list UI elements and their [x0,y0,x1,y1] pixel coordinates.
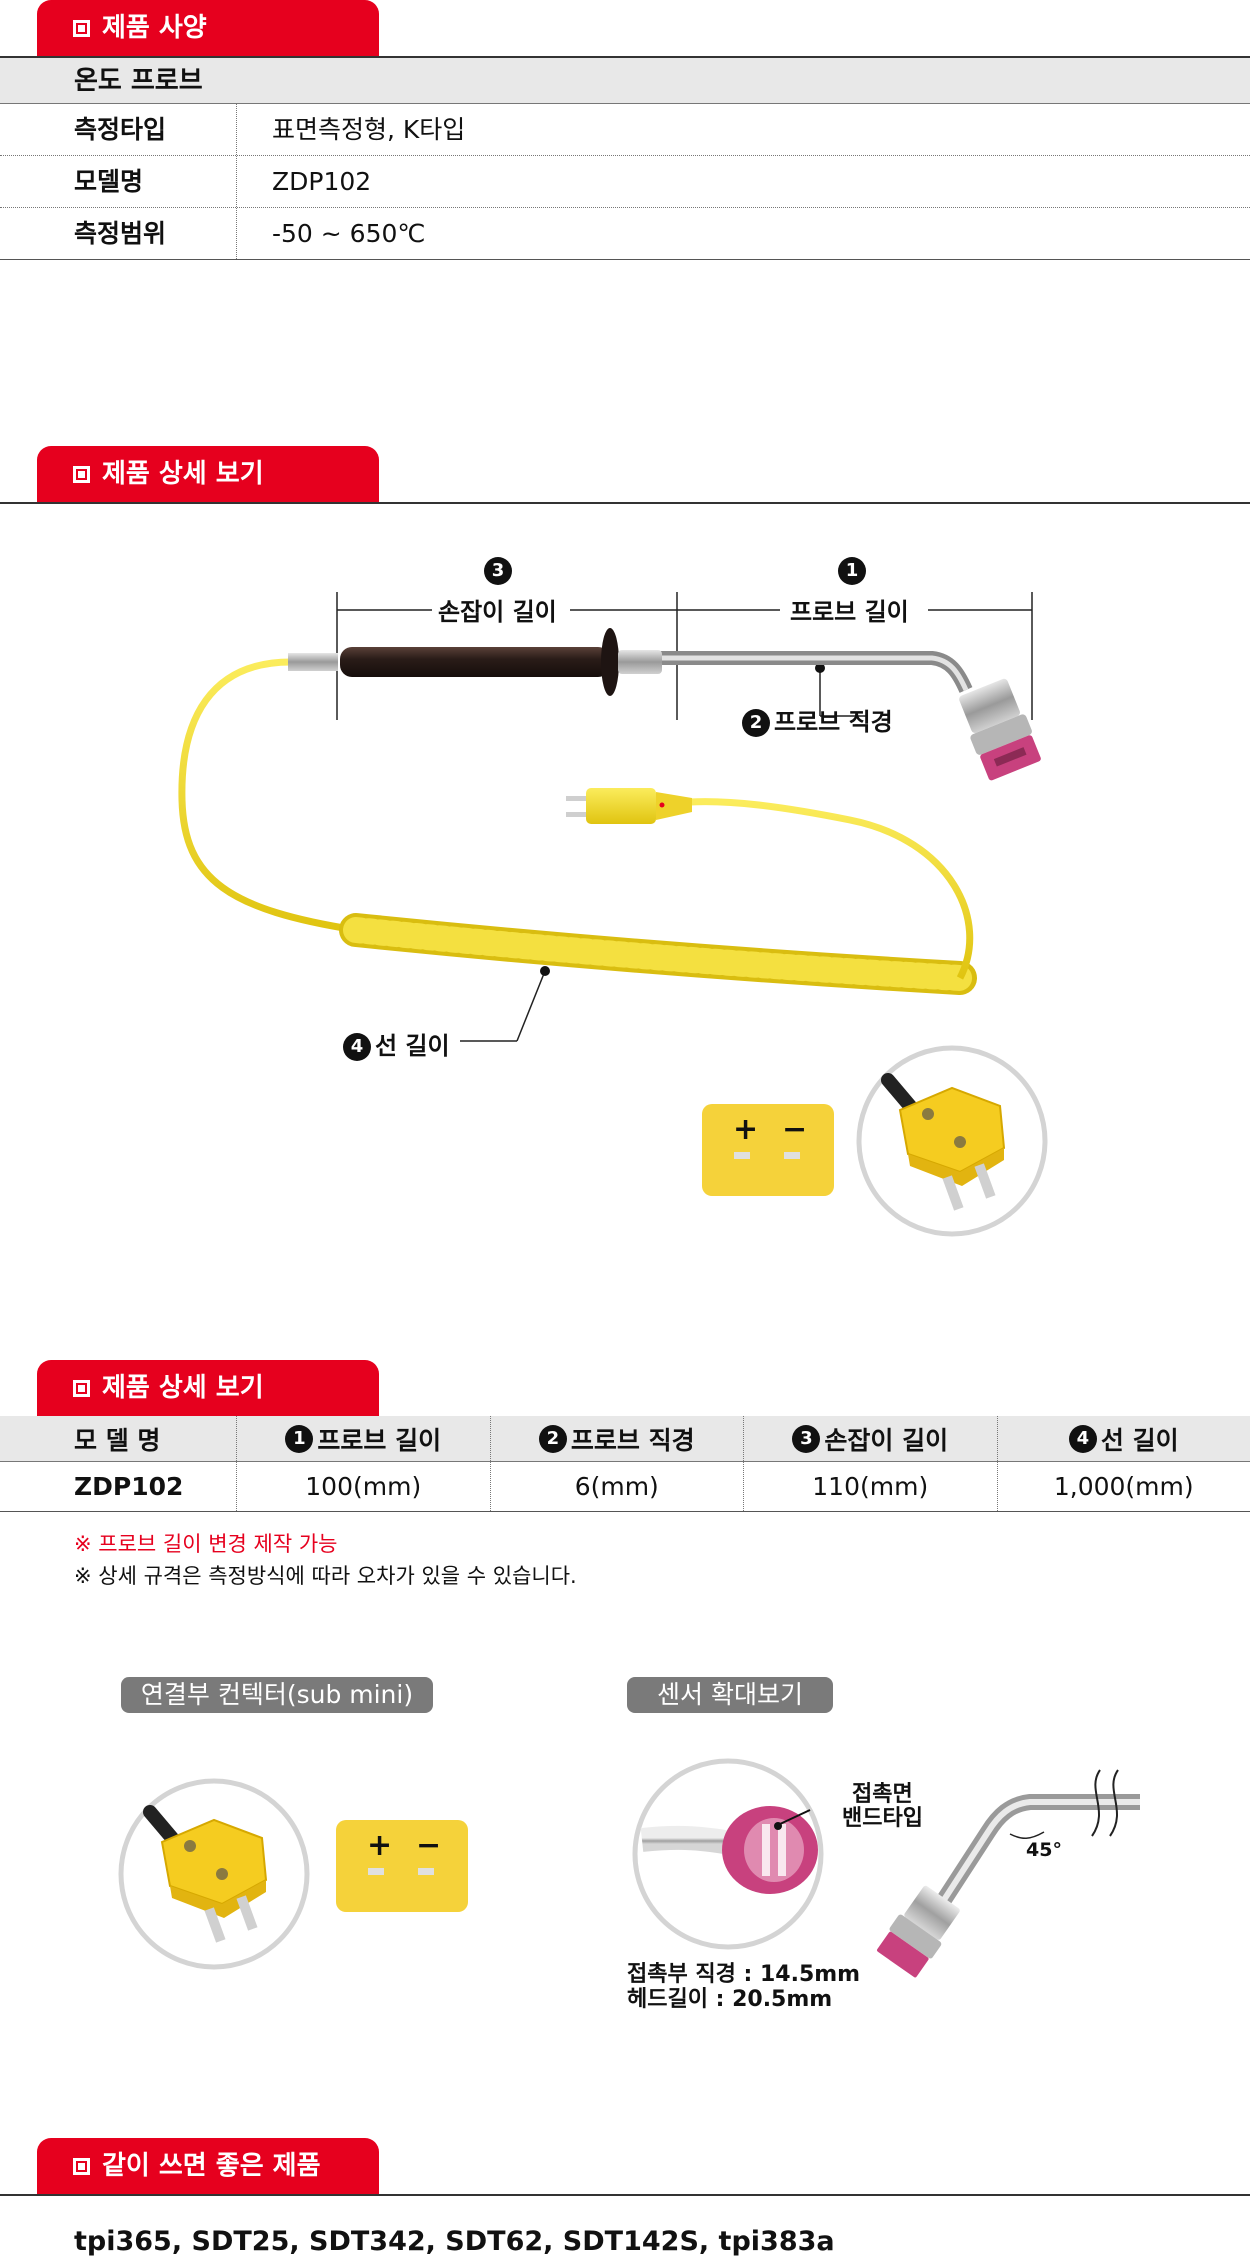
sensor-callout-1: 접촉면 [852,1782,913,1807]
size-section-header: 제품 상세 보기 [0,1360,1250,1418]
detail-section-title: 제품 상세 보기 [102,459,264,489]
sensor-head-length: 헤드길이 : 20.5mm [627,1987,833,2012]
handle-length-label: 손잡이 길이 [438,598,557,626]
spec-section-tab: 제품 사양 [37,0,379,56]
related-products: tpi365, SDT25, SDT342, SDT62, SDT142S, t… [74,2226,835,2256]
spec-value: 표면측정형, K타입 [272,115,466,144]
sensor-angle: 45° [1026,1839,1062,1861]
square-icon [73,2158,90,2175]
cell-wire-length: 1,000(mm) [996,1462,1250,1511]
cell-probe-length: 100(mm) [236,1462,490,1511]
section-divider [0,2194,1250,2196]
probe-length-label: 프로브 길이 [790,598,909,626]
cable-upper [178,658,357,934]
note-custom-length: ※ 프로브 길이 변경 제작 가능 [74,1532,338,1556]
size-section-title: 제품 상세 보기 [102,1373,264,1403]
table-row: ZDP102 100(mm) 6(mm) 110(mm) 1,000(mm) [0,1462,1250,1512]
note-tolerance: ※ 상세 규격은 측정방식에 따라 오차가 있을 수 있습니다. [74,1564,577,1588]
probe-head [959,678,1041,781]
spec-product-name: 온도 프로브 [0,58,1250,104]
coiled-cable [339,913,977,995]
sensor-pill: 센서 확대보기 [627,1677,833,1713]
spec-row: 모델명 ZDP102 [0,156,1250,208]
probe-length-num: 1 [838,556,870,585]
related-section-title: 같이 쓰면 좋은 제품 [102,2151,321,2181]
size-section-tab: 제품 상세 보기 [37,1360,379,1416]
spec-key: 측정범위 [74,219,167,248]
connector-face [336,1820,468,1912]
sensor-contact-diameter: 접촉부 직경 : 14.5mm [627,1962,861,1987]
spec-section-title: 제품 사양 [102,13,207,43]
section-divider [0,56,1250,58]
cell-divider [236,156,237,207]
connector-face [702,1104,834,1196]
connector-plus: + [367,1828,393,1863]
section-divider [0,502,1250,504]
spec-key: 모델명 [74,167,144,196]
connector-body [898,1086,1006,1211]
detail-section-tab: 제품 상세 보기 [37,446,379,502]
related-section-tab: 같이 쓰면 좋은 제품 [37,2138,379,2194]
square-icon [73,466,90,483]
related-section-header: 같이 쓰면 좋은 제품 [0,2138,1250,2196]
spec-section-header: 제품 사양 [0,0,1250,58]
spec-value: ZDP102 [272,167,372,196]
square-icon [73,20,90,37]
handle-guard [601,628,619,696]
sensor-callout-2: 밴드타입 [842,1806,923,1831]
pointer-dot [540,966,550,976]
spec-row: 측정범위 -50 ~ 650℃ [0,208,1250,260]
spec-table: 온도 프로브 측정타입 표면측정형, K타입 모델명 ZDP102 측정범위 -… [0,58,1250,260]
cell-divider [236,104,237,155]
cell-handle-length: 110(mm) [743,1462,997,1511]
header-model: 모 델 명 [74,1425,161,1455]
handle-length-num: 3 [484,556,516,585]
connector-minus: − [416,1828,442,1863]
probe-handle [340,647,610,677]
probe-drawing [178,592,1048,1237]
cell-model: ZDP102 [74,1472,184,1501]
spec-value: -50 ~ 650℃ [272,219,426,248]
connector-minus: − [782,1112,808,1147]
cable-plug [566,788,692,824]
connector-pill: 연결부 컨텍터(sub mini) [121,1677,433,1713]
pointer-dot [815,663,825,673]
handle-collar [288,653,338,671]
connector-plus: + [733,1112,759,1147]
spec-row: 측정타입 표면측정형, K타입 [0,104,1250,156]
detail-section-header: 제품 상세 보기 [0,446,1250,504]
spec-key: 측정타입 [74,115,167,144]
probe-stem [660,651,973,693]
detail-drawings [118,1758,1140,1978]
cell-probe-diameter: 6(mm) [489,1462,744,1511]
cell-divider [236,208,237,259]
cable-lower [689,798,974,980]
square-icon [73,1380,90,1397]
